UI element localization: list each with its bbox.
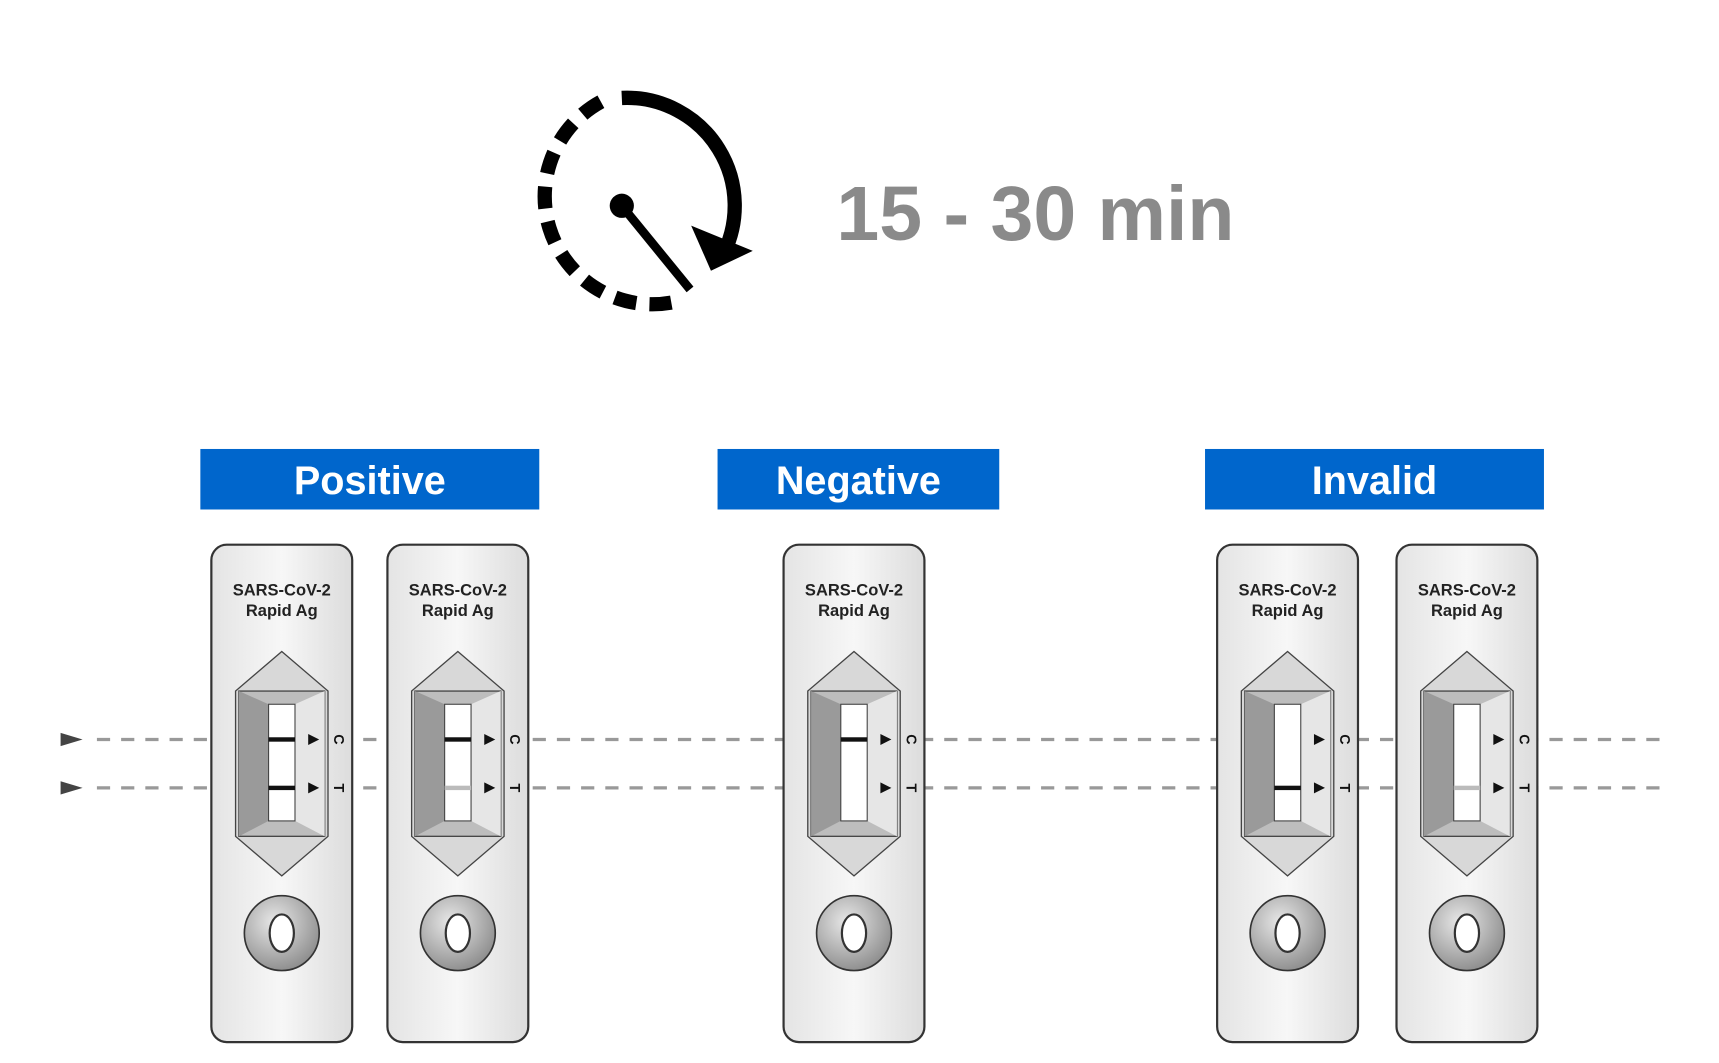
test-strip (1453, 703, 1481, 822)
label-negative: Negative (717, 448, 1000, 510)
cassette-title: SARS-CoV-2 (1418, 581, 1516, 599)
test-mark: T (902, 784, 918, 793)
cassette-subtitle: Rapid Ag (422, 602, 494, 620)
test-line (444, 785, 472, 791)
cassette-title: SARS-CoV-2 (409, 581, 507, 599)
test-line (268, 785, 295, 791)
cassette-subtitle: Rapid Ag (1431, 602, 1503, 620)
test-strip (840, 703, 868, 822)
svg-text:Positive: Positive (294, 459, 446, 503)
marker-arrow-icon (880, 782, 892, 794)
svg-text:Negative: Negative (776, 459, 941, 503)
label-positive: Positive (200, 448, 540, 510)
test-mark: T (506, 784, 522, 793)
test-mark: T (330, 784, 346, 793)
marker-arrow-icon (308, 733, 320, 745)
control-mark: C (902, 734, 918, 744)
marker-arrow-icon (1493, 782, 1505, 794)
cassette-title: SARS-CoV-2 (233, 581, 331, 599)
cassette-subtitle: Rapid Ag (1252, 602, 1324, 620)
marker-arrow-icon (1493, 733, 1505, 745)
control-mark: C (506, 734, 522, 744)
cassette-subtitle: Rapid Ag (818, 602, 890, 620)
marker-arrow-icon (484, 782, 496, 794)
cassette-title: SARS-CoV-2 (1239, 581, 1337, 599)
test-line (1274, 785, 1301, 791)
test-strip (444, 703, 472, 822)
control-mark: C (330, 734, 346, 744)
control-line (268, 737, 295, 742)
marker-arrow-icon (1313, 782, 1325, 794)
marker-arrow-icon (484, 733, 496, 745)
marker-arrow-icon (1313, 733, 1325, 745)
duration-text: 15 - 30 min (836, 171, 1234, 257)
test-strip (1273, 703, 1302, 822)
control-line (840, 737, 868, 742)
timer-clock-icon (537, 90, 753, 312)
test-mark: T (1336, 784, 1352, 793)
svg-text:Invalid: Invalid (1312, 459, 1437, 503)
cassette-subtitle: Rapid Ag (246, 602, 318, 620)
test-strip (268, 703, 296, 822)
label-invalid: Invalid (1205, 448, 1544, 510)
control-line (444, 737, 472, 742)
cassette-title: SARS-CoV-2 (805, 581, 903, 599)
control-mark: C (1515, 734, 1531, 744)
marker-arrow-icon (308, 782, 320, 794)
test-line (1453, 785, 1481, 791)
control-mark: C (1336, 734, 1352, 744)
test-mark: T (1515, 784, 1531, 793)
marker-arrow-icon (880, 733, 892, 745)
